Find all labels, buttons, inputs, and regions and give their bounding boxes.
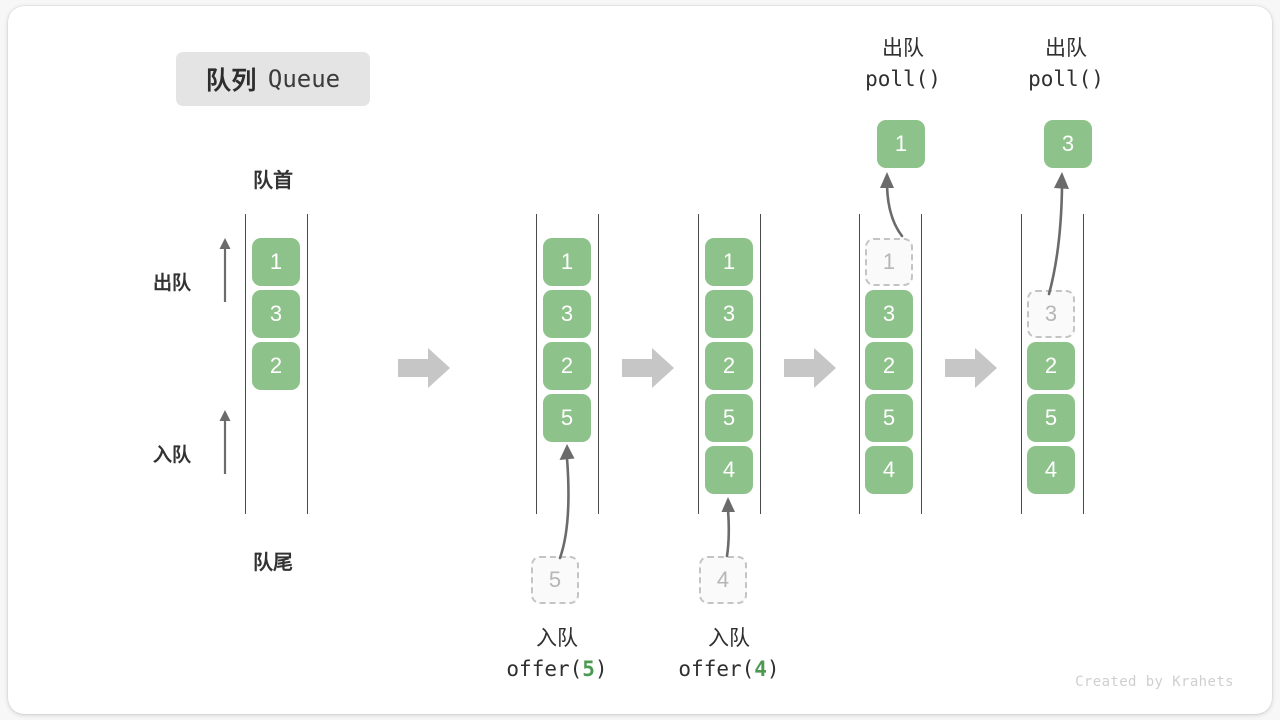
stage1-rail-right xyxy=(307,214,308,514)
stage5-cells: 3 2 5 4 xyxy=(1027,238,1075,494)
flow-arrow-icon xyxy=(398,346,450,390)
operation-name: 出队 xyxy=(1045,37,1087,60)
operation-code: offer(5) xyxy=(506,657,608,682)
queue-cell: 1 xyxy=(252,238,300,286)
enqueue-direction-label: 入队 xyxy=(153,445,192,466)
queue-head-label: 队首 xyxy=(253,170,293,192)
stage3-cells: 1 3 2 5 4 xyxy=(705,238,753,494)
stage5-rail-left xyxy=(1021,214,1022,514)
queue-cell: 5 xyxy=(1027,394,1075,442)
stage2-rail-right xyxy=(598,214,599,514)
queue-cell: 5 xyxy=(865,394,913,442)
queue-cell: 3 xyxy=(705,290,753,338)
incoming-ghost-cell: 5 xyxy=(531,556,579,604)
dequeued-value-cell: 3 xyxy=(1044,120,1092,168)
queue-cell: 2 xyxy=(1027,342,1075,390)
queue-cell: 2 xyxy=(865,342,913,390)
stage4-cells: 1 3 2 5 4 xyxy=(865,238,913,494)
flow-arrow-icon xyxy=(622,346,674,390)
stage4-rail-right xyxy=(921,214,922,514)
figure-credit: Created by Krahets xyxy=(1075,674,1234,690)
dequeue-direction-label: 出队 xyxy=(153,273,192,294)
title-en: Queue xyxy=(267,65,341,93)
stage2-cells: 1 3 2 5 xyxy=(543,238,591,442)
operation-name: 入队 xyxy=(708,627,750,650)
operation-name: 入队 xyxy=(536,627,578,650)
queue-cell: 5 xyxy=(543,394,591,442)
stage3-rail-left xyxy=(698,214,699,514)
flow-arrow-icon xyxy=(945,346,997,390)
operation-code: poll() xyxy=(1028,67,1104,92)
queue-cell: 1 xyxy=(705,238,753,286)
figure-card: 队列 Queue 队首 队尾 出队 入队 1 3 2 xyxy=(8,6,1272,714)
stage4-operation-label: 出队 poll() xyxy=(813,34,993,95)
stage1-cells: 1 3 2 xyxy=(252,238,300,390)
queue-cell: 1 xyxy=(543,238,591,286)
dequeue-motion-arrow-icon xyxy=(1027,166,1087,296)
queue-cell: 3 xyxy=(543,290,591,338)
dequeue-motion-arrow-icon xyxy=(868,166,918,238)
stage3-rail-right xyxy=(760,214,761,514)
queue-cell: 4 xyxy=(865,446,913,494)
operation-name: 出队 xyxy=(882,37,924,60)
enqueue-motion-arrow-icon xyxy=(538,436,598,561)
figure-title-badge: 队列 Queue xyxy=(176,52,370,106)
queue-cell: 2 xyxy=(543,342,591,390)
stage5-rail-right xyxy=(1083,214,1084,514)
dequeued-ghost-cell: 3 xyxy=(1027,290,1075,338)
queue-cell: 2 xyxy=(252,342,300,390)
operation-code: offer(4) xyxy=(678,657,780,682)
queue-cell: 3 xyxy=(865,290,913,338)
flow-arrow-icon xyxy=(784,346,836,390)
queue-cell: 2 xyxy=(705,342,753,390)
enqueue-direction-arrow-icon xyxy=(214,406,236,476)
stage2-operation-label: 入队 offer(5) xyxy=(457,624,657,685)
queue-cell: 3 xyxy=(252,290,300,338)
enqueue-motion-arrow-icon xyxy=(708,490,750,560)
dequeue-direction-arrow-icon xyxy=(214,234,236,304)
incoming-ghost-cell: 4 xyxy=(699,556,747,604)
stage5-operation-label: 出队 poll() xyxy=(976,34,1156,95)
stage1-rail-left xyxy=(245,214,246,514)
queue-cell: 4 xyxy=(1027,446,1075,494)
stage3-operation-label: 入队 offer(4) xyxy=(629,624,829,685)
title-cn: 队列 xyxy=(205,67,257,95)
stage2-rail-left xyxy=(536,214,537,514)
dequeued-ghost-cell: 1 xyxy=(865,238,913,286)
operation-code: poll() xyxy=(865,67,941,92)
queue-cell: 5 xyxy=(705,394,753,442)
dequeued-value-cell: 1 xyxy=(877,120,925,168)
queue-cell: 4 xyxy=(705,446,753,494)
stage4-rail-left xyxy=(859,214,860,514)
queue-tail-label: 队尾 xyxy=(253,552,293,574)
